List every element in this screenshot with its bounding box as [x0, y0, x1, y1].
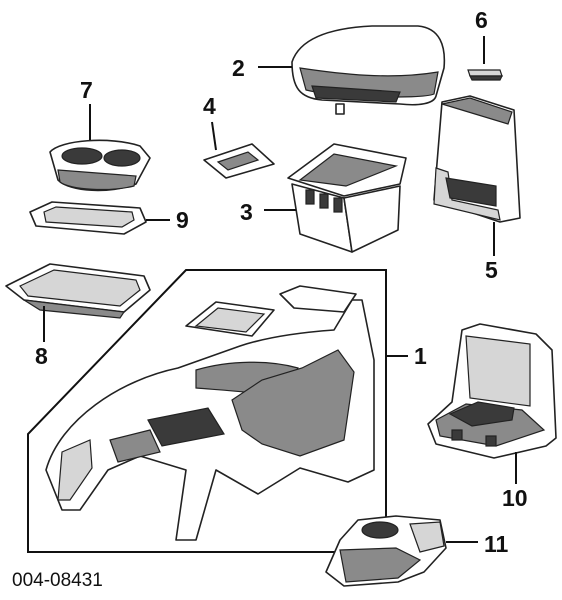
- console-assembly-part: [45, 285, 375, 541]
- tray-mat-part: [29, 201, 147, 235]
- callout-4: 4: [203, 93, 216, 119]
- cupholder-insert-part: [49, 139, 151, 192]
- front-cupholder-part: [325, 515, 447, 587]
- storage-bin-part: [287, 143, 407, 253]
- callout-8: 8: [35, 343, 48, 369]
- callout-11: 11: [484, 531, 509, 557]
- callout-7: 7: [80, 77, 93, 103]
- callout-9: 9: [176, 207, 189, 233]
- callout-6: 6: [475, 7, 488, 33]
- callout-3: 3: [240, 199, 253, 225]
- diagram-part-number: 004-08431: [12, 570, 103, 591]
- callout-1: 1: [414, 343, 427, 369]
- leader-4: [211, 121, 217, 151]
- callout-10: 10: [502, 485, 528, 511]
- callout-2: 2: [232, 55, 245, 81]
- rear-bracket-part: [433, 95, 521, 223]
- tray-part: [5, 263, 151, 319]
- armrest-lid-part: [291, 25, 446, 115]
- rear-console-part: [427, 323, 557, 459]
- clip-part: [467, 69, 503, 81]
- console-frame: [27, 269, 387, 553]
- callout-5: 5: [485, 257, 498, 283]
- mat-part: [203, 143, 275, 179]
